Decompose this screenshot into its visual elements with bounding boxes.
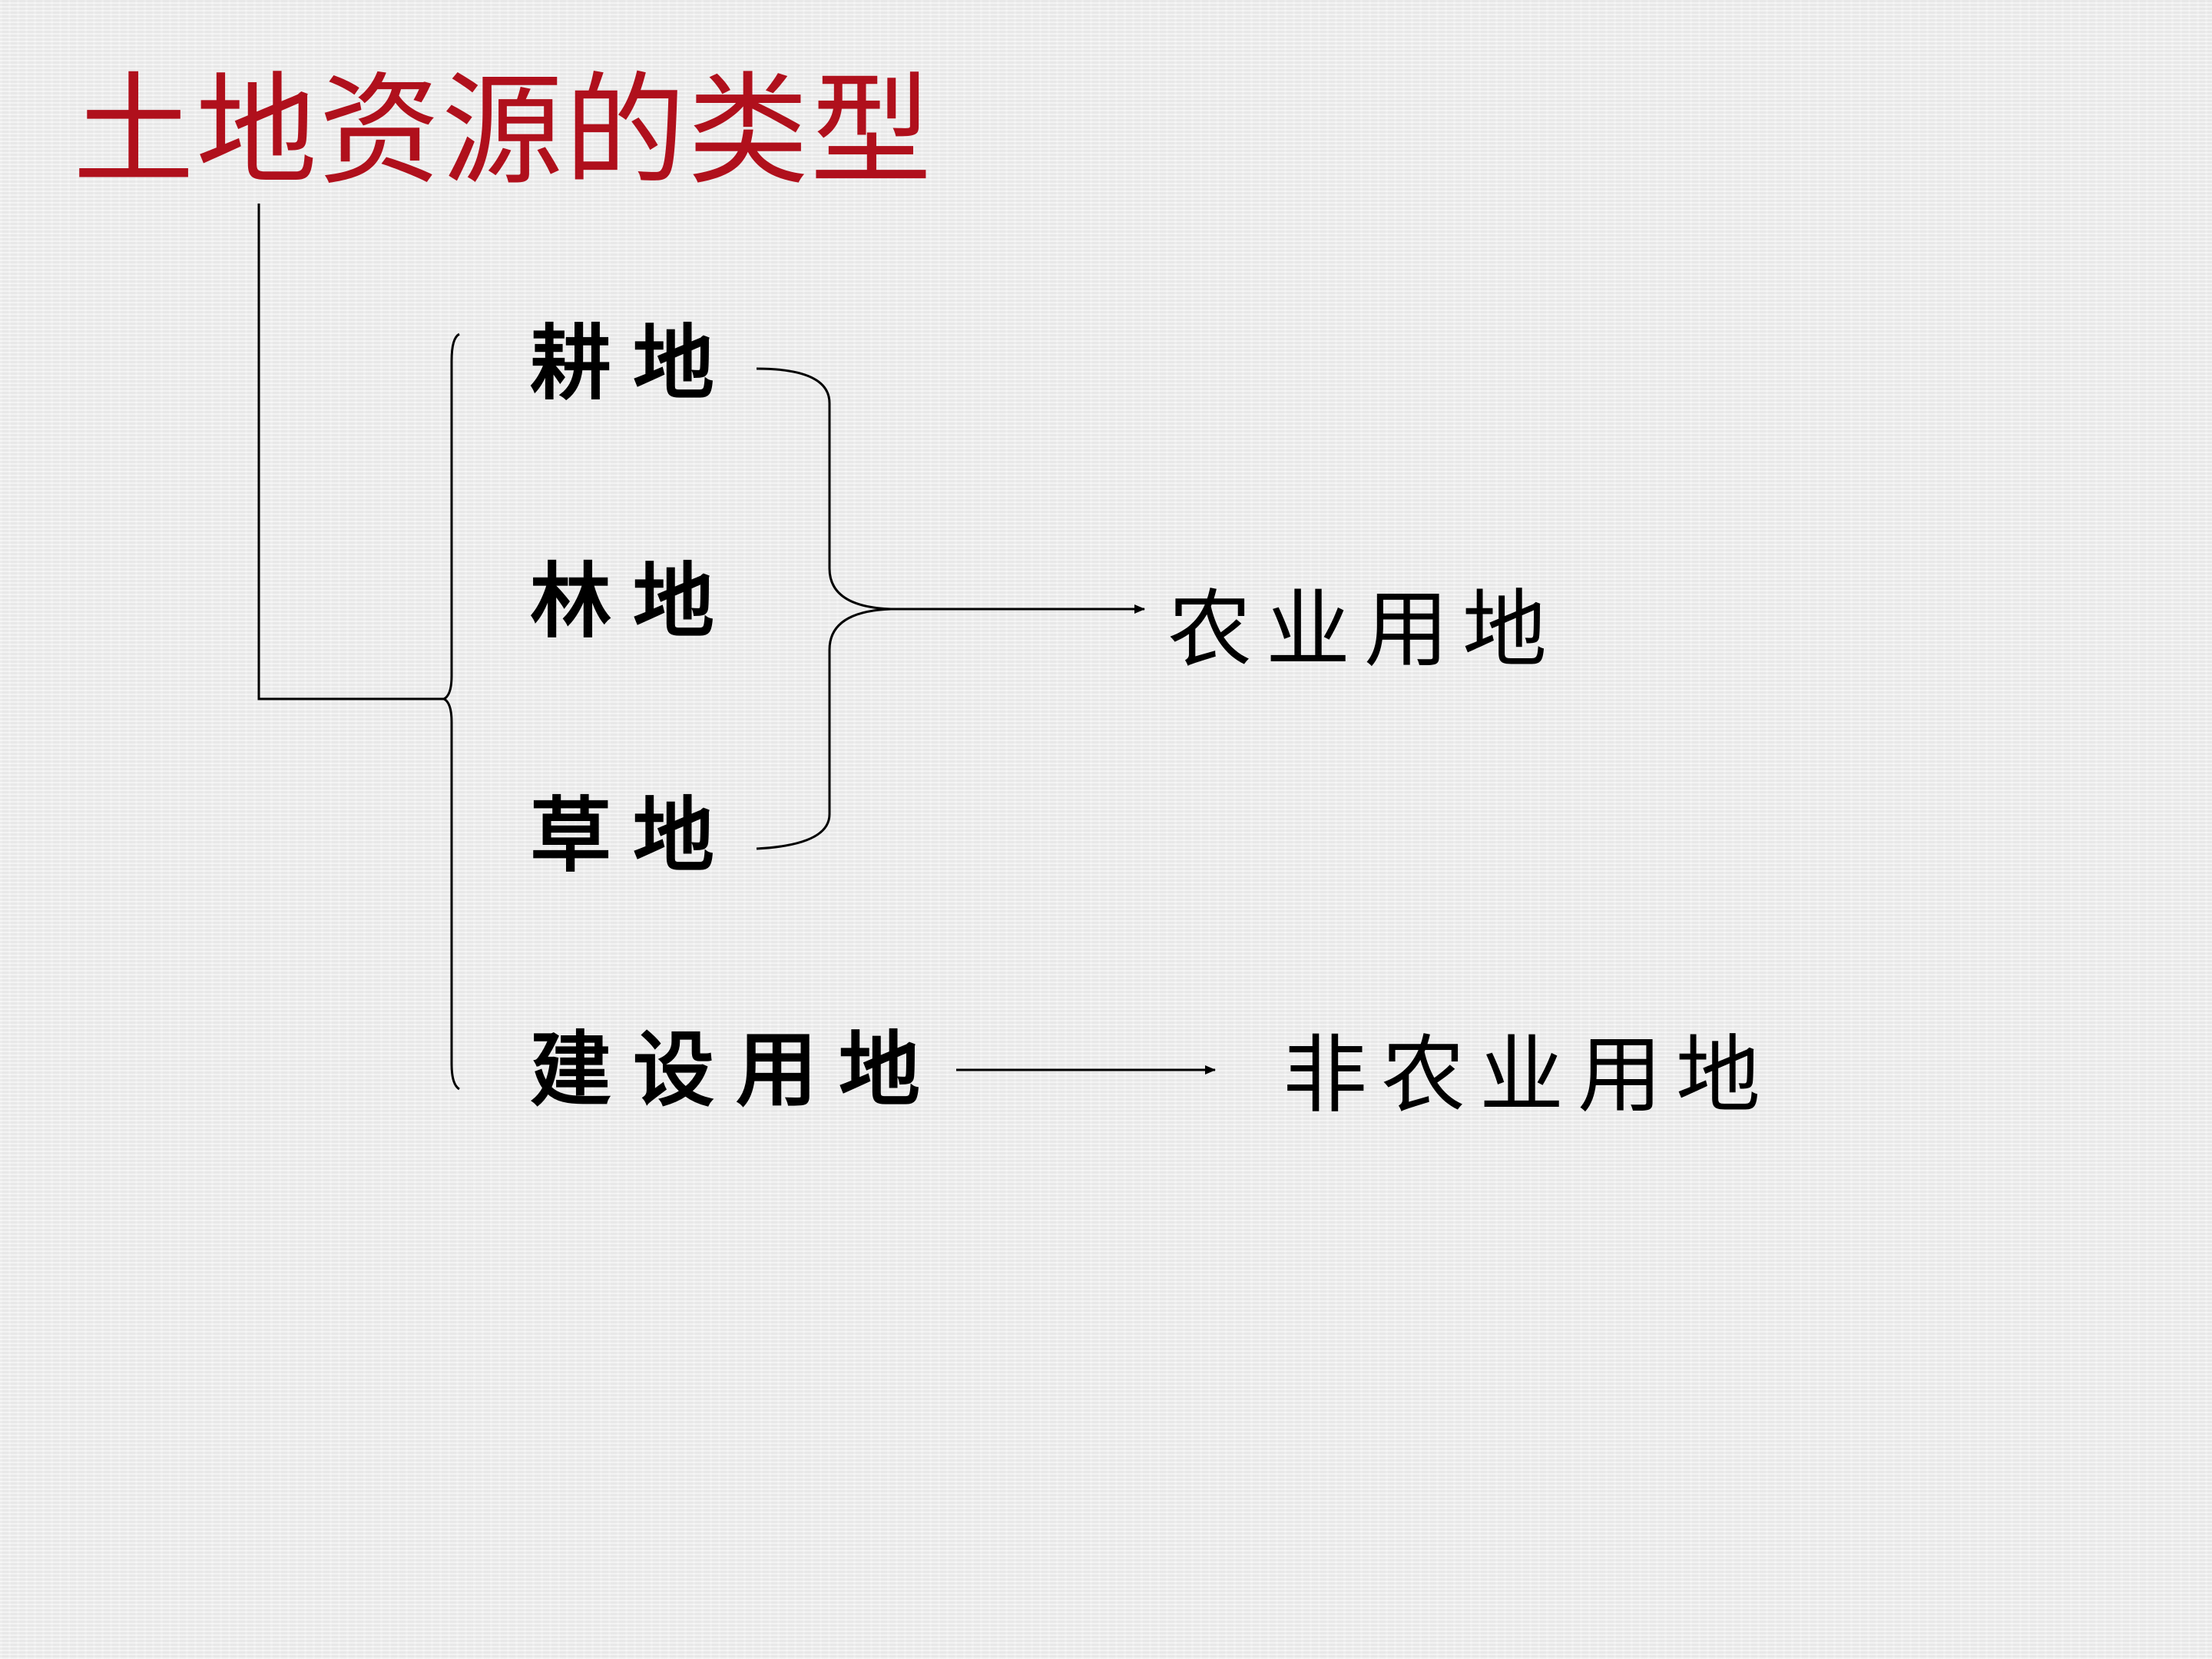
main-brace bbox=[441, 333, 460, 1091]
title-elbow-connector bbox=[257, 204, 445, 700]
category-grassland: 草地 bbox=[530, 787, 736, 883]
category-forestland: 林地 bbox=[530, 553, 736, 649]
category-farmland: 耕地 bbox=[530, 315, 736, 411]
page-title: 土地资源的类型 bbox=[73, 61, 933, 202]
group-agricultural-land: 农业用地 bbox=[1167, 581, 1561, 679]
agri-brace bbox=[756, 367, 892, 850]
category-construction-land: 建设用地 bbox=[530, 1022, 942, 1118]
group-non-agricultural-land: 非农业用地 bbox=[1283, 1026, 1774, 1124]
